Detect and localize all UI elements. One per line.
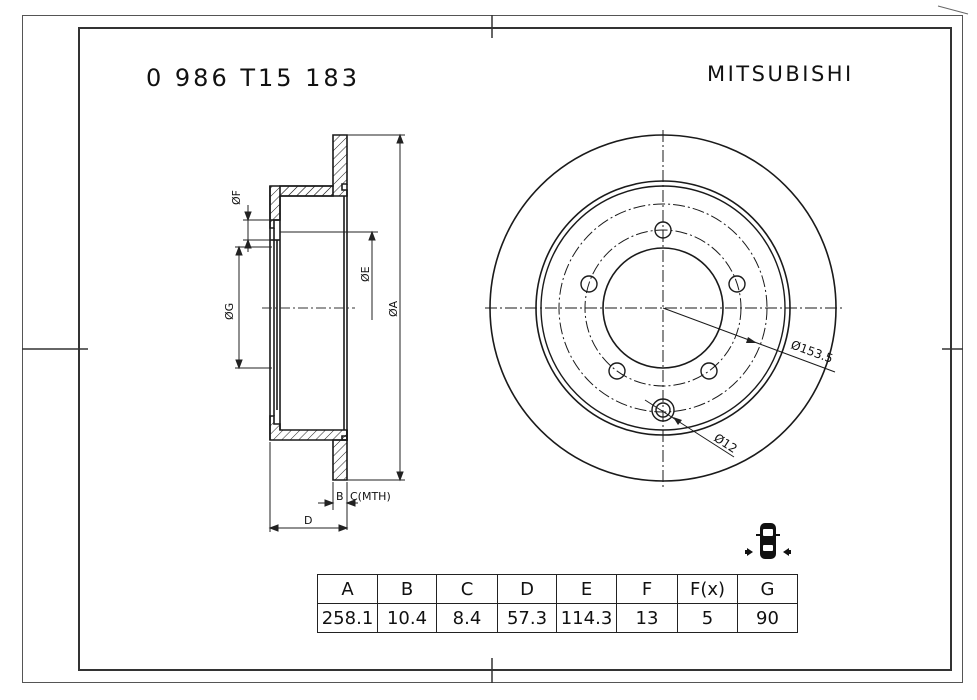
value-b: 10.4	[377, 603, 437, 633]
header-e: E	[556, 574, 617, 604]
value-e: 114.3	[556, 603, 617, 633]
label-b: B	[336, 490, 344, 503]
car-rear-axle-icon	[745, 523, 791, 559]
section-view	[269, 134, 348, 481]
header-b: B	[377, 574, 437, 604]
header-d: D	[497, 574, 557, 604]
frame-center-marks	[22, 15, 963, 683]
value-c: 8.4	[436, 603, 498, 633]
dimension-table-value-row: 258.1 10.4 8.4 57.3 114.3 13 5 90	[317, 603, 798, 633]
center-bore	[602, 247, 724, 369]
brand-name: MITSUBISHI	[707, 62, 854, 86]
label-dia-g: ØG	[223, 303, 236, 320]
label-d: D	[304, 514, 312, 527]
value-fx: 5	[677, 603, 738, 633]
front-view	[485, 130, 845, 488]
label-dia-e: ØE	[359, 266, 372, 282]
label-dia-f: ØF	[230, 190, 243, 205]
value-d: 57.3	[497, 603, 557, 633]
label-dia-a: ØA	[387, 300, 400, 317]
bolt-hole	[700, 362, 718, 380]
value-a: 258.1	[317, 603, 378, 633]
label-hole-dia: Ø12	[711, 431, 739, 456]
bolt-hole	[728, 275, 746, 293]
bolt-hole	[580, 275, 598, 293]
header-c: C	[436, 574, 498, 604]
dimension-table-header-row: A B C D E F F(x) G	[317, 574, 798, 604]
section-dimensions	[235, 133, 405, 532]
header-f: F	[616, 574, 678, 604]
header-a: A	[317, 574, 378, 604]
label-c-mth: C(MTH)	[350, 490, 391, 503]
value-f: 13	[616, 603, 678, 633]
header-fx: F(x)	[677, 574, 738, 604]
value-g: 90	[737, 603, 798, 633]
label-pcd: Ø153.5	[789, 338, 835, 366]
header-g: G	[737, 574, 798, 604]
bolt-hole	[608, 362, 626, 380]
part-number: 0 986 T15 183	[146, 64, 360, 92]
dimension-table: A B C D E F F(x) G 258.1 10.4 8.4 57.3 1…	[317, 574, 798, 633]
